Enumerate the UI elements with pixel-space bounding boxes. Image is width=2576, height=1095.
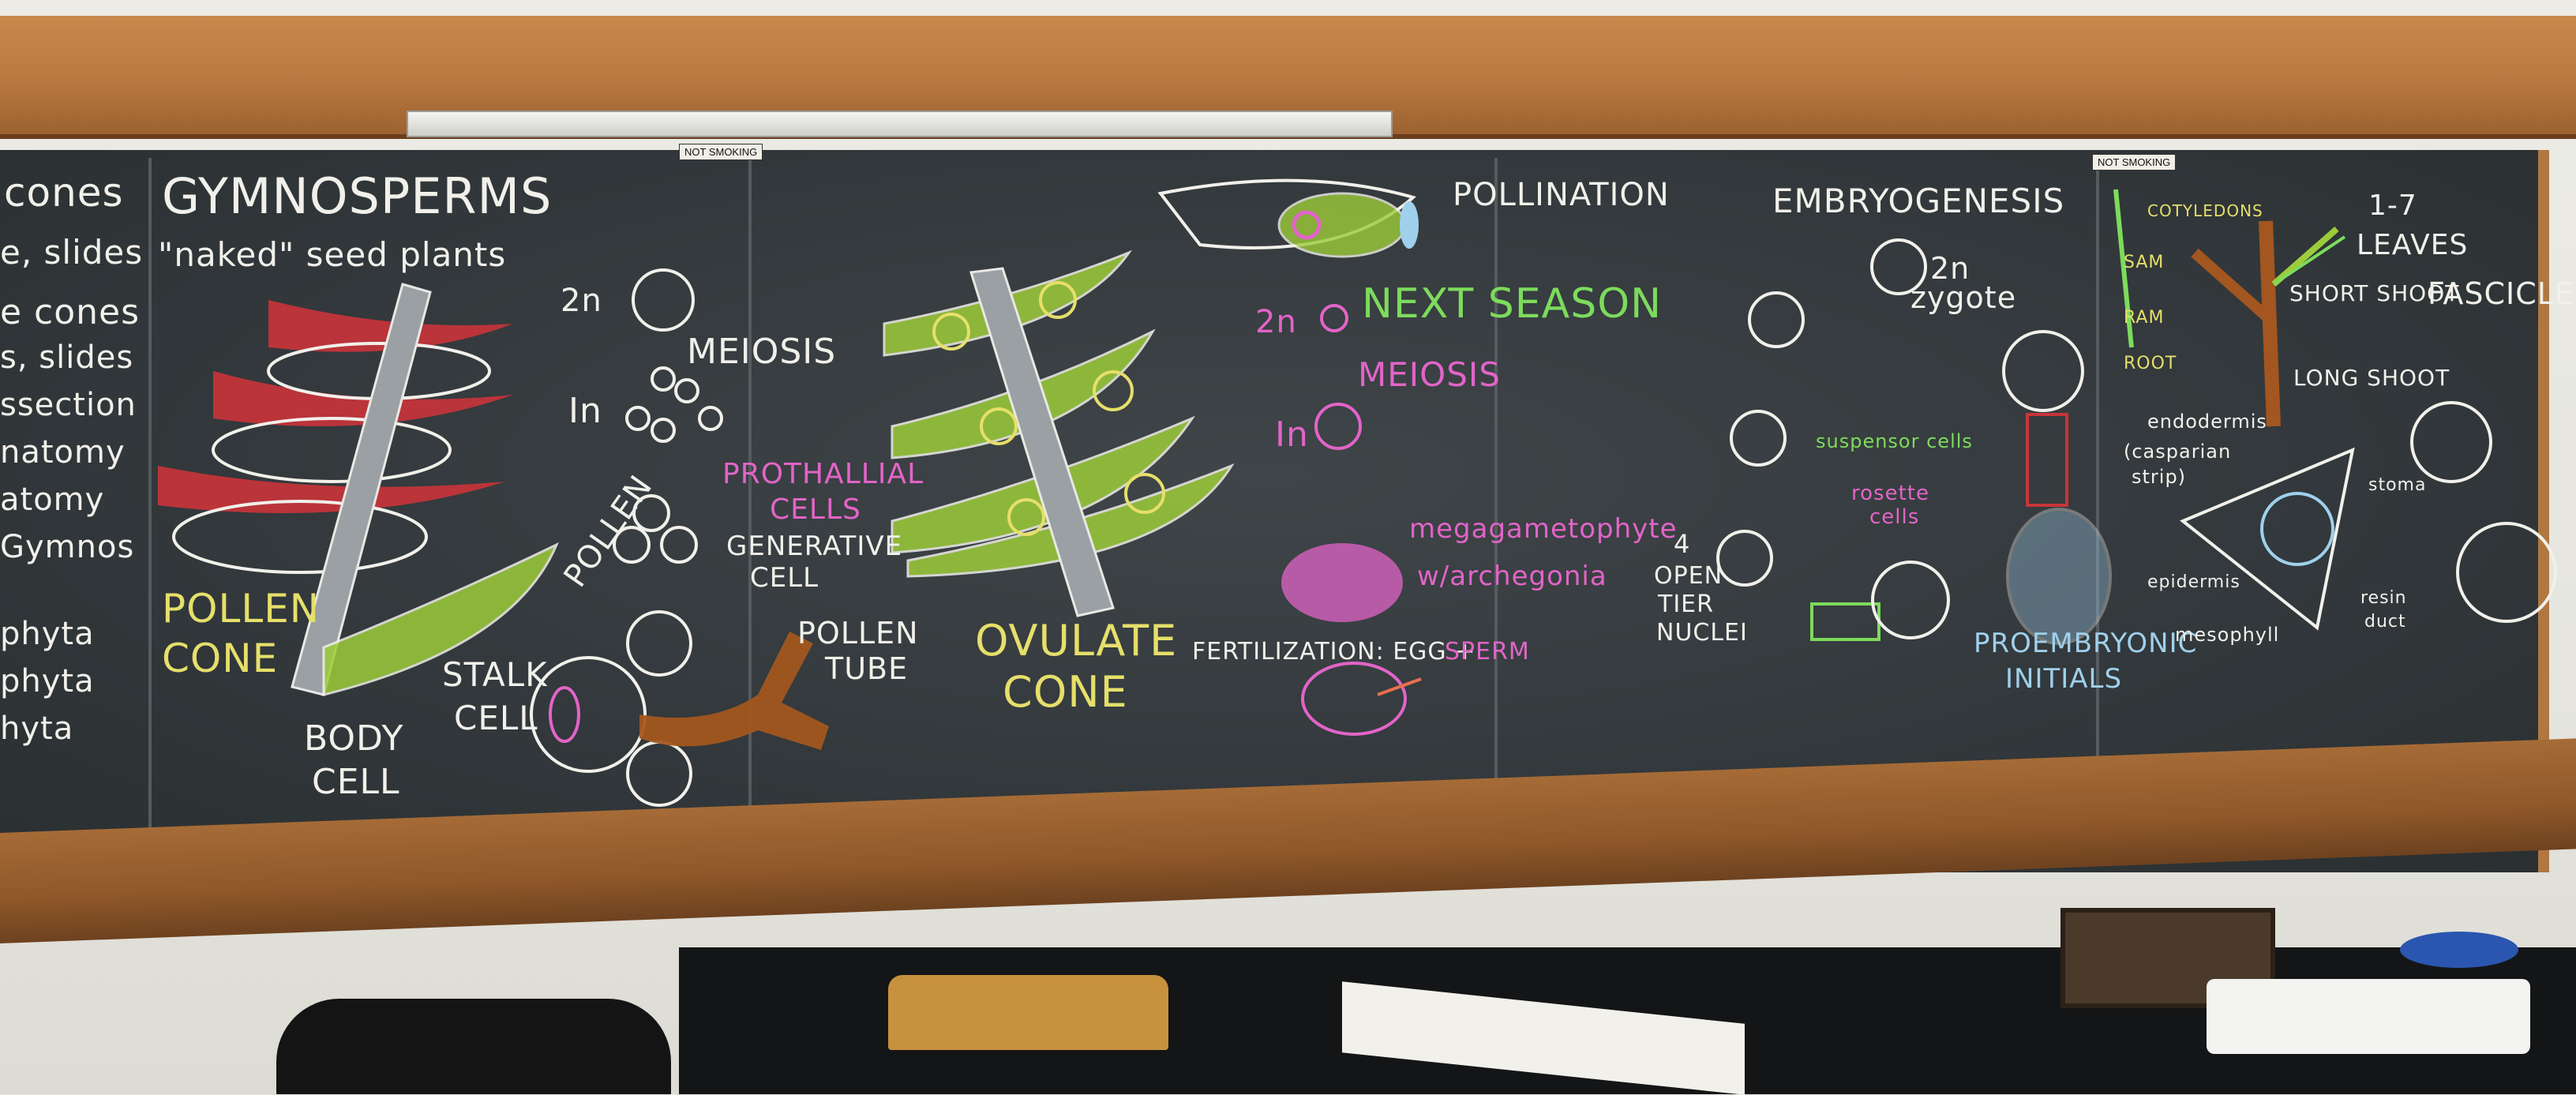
endodermis-label: endodermis — [2147, 411, 2267, 433]
leaf-count-label: 1-7 — [2368, 189, 2417, 222]
root-label: ROOT — [2124, 354, 2177, 373]
ovulate-cone-label-1: OVULATE — [975, 616, 1178, 666]
chair — [888, 975, 1168, 1050]
left-column-item: e, slides — [0, 233, 144, 272]
zygote-label-2: zygote — [1910, 280, 2017, 315]
gymnosperms-subtitle: "naked" seed plants — [158, 235, 507, 274]
white-tray — [2207, 979, 2530, 1054]
pollen-cone-drawing — [158, 283, 559, 696]
ovulate-cone-drawing — [883, 249, 1235, 617]
blue-dish — [2400, 932, 2518, 968]
sam-label: SAM — [2124, 253, 2165, 272]
ploidy-1n: In — [568, 391, 602, 431]
zygote-label-1: 2n — [1930, 251, 1970, 286]
pollen-cone-label-2: CONE — [162, 636, 279, 681]
left-column-item: cones — [4, 170, 124, 216]
left-column-item: e cones — [0, 292, 141, 332]
left-column-item: phyta — [0, 663, 95, 699]
ovulate-ploidy-2n: 2n — [1255, 304, 1297, 340]
left-column-item: Gymnos — [0, 529, 135, 565]
stalk-label-2: CELL — [454, 699, 538, 737]
no-smoking-sign: NOT SMOKING — [2092, 154, 2177, 171]
generative-label-2: CELL — [750, 562, 819, 594]
board-seam — [148, 158, 152, 853]
ceiling-light — [407, 111, 1393, 137]
leaf-cross-section-drawing — [2180, 401, 2557, 631]
left-column-item: s, slides — [0, 339, 134, 376]
body-label-2: CELL — [312, 762, 400, 802]
stoma-label: stoma — [2368, 475, 2427, 495]
pollination-ovule-drawing — [1157, 178, 1419, 258]
open-tier-label-3: TIER — [1658, 591, 1714, 618]
board-seam — [748, 158, 752, 853]
megagametophyte-label-2: w/archegonia — [1417, 561, 1607, 592]
no-smoking-sign: NOT SMOKING — [679, 144, 763, 160]
embryogenesis-title: EMBRYOGENESIS — [1772, 182, 2065, 220]
megagametophyte-label-1: megagametophyte — [1409, 513, 1678, 545]
pollen-cone-label-1: POLLEN — [162, 586, 321, 632]
resin-duct-label-1: resin — [2360, 588, 2407, 608]
cotyledons-label: COTYLEDONS — [2147, 201, 2263, 220]
next-season-label: NEXT SEASON — [1362, 280, 1663, 328]
casparian-label-2: strip) — [2132, 466, 2187, 488]
meiosis-label: MEIOSIS — [687, 332, 837, 372]
pollen-tube-drawing — [530, 610, 829, 807]
stalk-label-1: STALK — [442, 655, 548, 694]
short-shoot-label: SHORT SHOOT — [2289, 280, 2460, 306]
body-label-1: BODY — [304, 718, 404, 759]
ram-label: RAM — [2124, 308, 2165, 328]
rosette-label-2: cells — [1869, 505, 1920, 529]
resin-duct-label-2: duct — [2364, 612, 2406, 632]
pine-shoot-drawing — [2113, 189, 2346, 427]
proembryonic-label-2: INITIALS — [2005, 663, 2123, 695]
ovulate-cone-label-2: CONE — [1003, 667, 1128, 717]
board-seam — [2096, 158, 2099, 853]
proembryonic-label-1: PROEMBRYONIC — [1974, 628, 2198, 659]
open-tier-label-4: NUCLEI — [1656, 619, 1748, 647]
left-column-item: hyta — [0, 711, 74, 747]
left-column-item: phyta — [0, 616, 95, 652]
epidermis-label: epidermis — [2147, 572, 2240, 592]
left-column-item: ssection — [0, 387, 137, 423]
gymnosperms-title: GYMNOSPERMS — [162, 167, 553, 225]
sperm-label: SPERM — [1445, 638, 1530, 666]
ovulate-ploidy-1n: In — [1275, 414, 1309, 455]
left-column-item: atomy — [0, 482, 105, 518]
board-seam — [1494, 158, 1498, 853]
fascicle-label: FASCICLE — [2428, 276, 2574, 311]
leaves-label: LEAVES — [2357, 229, 2469, 261]
long-shoot-label: LONG SHOOT — [2293, 365, 2450, 391]
ovulate-meiosis-label: MEIOSIS — [1358, 355, 1501, 394]
ploidy-2n: 2n — [561, 283, 602, 319]
open-tier-label-1: 4 — [1674, 529, 1691, 559]
pollination-label: POLLINATION — [1453, 177, 1670, 213]
fertilization-label: FERTILIZATION: EGG + — [1192, 638, 1476, 666]
rosette-label-1: rosette — [1851, 482, 1929, 505]
prothallial-label-2: CELLS — [770, 493, 861, 526]
left-column-item: natomy — [0, 434, 126, 471]
open-tier-label-2: OPEN — [1654, 562, 1723, 590]
mesophyll-label: mesophyll — [2175, 624, 2280, 646]
suspensor-label: suspensor cells — [1816, 430, 1973, 452]
backpack — [276, 999, 671, 1094]
generative-label-1: GENERATIVE — [726, 531, 903, 562]
embryogenesis-drawing — [1716, 238, 2112, 645]
megagametophyte-drawing — [1281, 304, 1422, 736]
meiosis-cells — [613, 268, 723, 564]
prothallial-label-1: PROTHALLIAL — [722, 458, 924, 490]
pollen-tube-label-2: TUBE — [825, 651, 909, 686]
pollen-tube-label-1: POLLEN — [797, 616, 919, 651]
casparian-label-1: (casparian — [2124, 441, 2232, 463]
